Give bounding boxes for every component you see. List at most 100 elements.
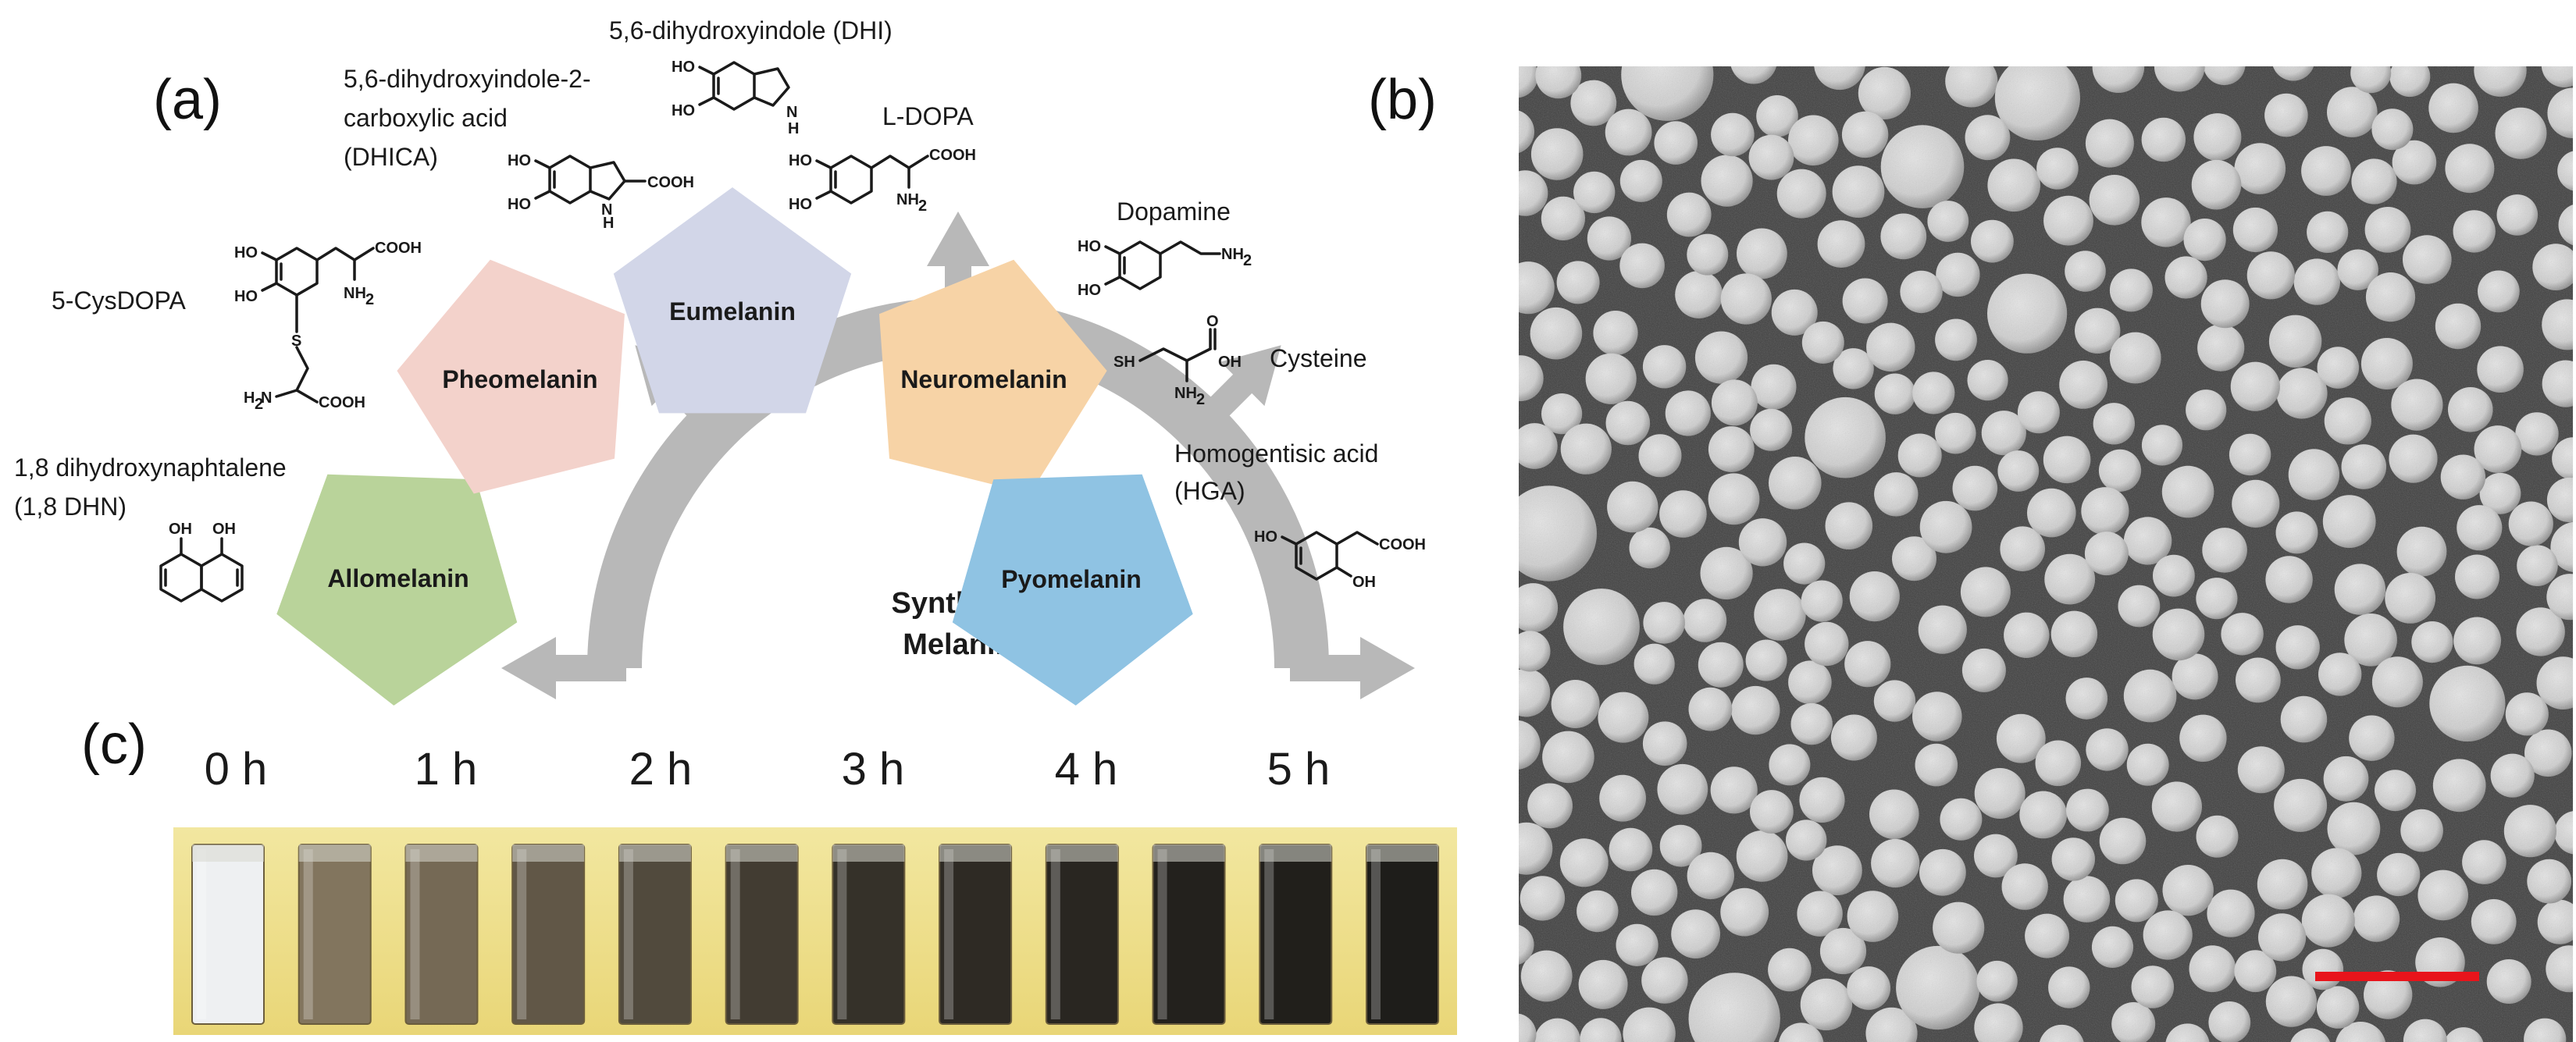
- hga-label-line2: (HGA): [1174, 477, 1245, 505]
- dhica-oh-bond-2: [534, 190, 551, 200]
- cuvette-0: [191, 844, 265, 1025]
- cuvette-highlight-0: [197, 849, 206, 1019]
- cysdopa-nh: NH: [344, 285, 366, 302]
- time-label-3: 3 h: [842, 744, 905, 795]
- cuvette-cap-11: [1366, 845, 1438, 862]
- ldopa-side-chain: [870, 155, 929, 169]
- ldopa-benzene-ring: [829, 155, 873, 204]
- dopamine-label: Dopamine: [1117, 197, 1231, 226]
- cuvette-cap-2: [405, 845, 478, 862]
- cysdopa-cooh-2: COOH: [319, 394, 365, 411]
- cysteine-oh: OH: [1218, 354, 1242, 371]
- cysteine-backbone: [1138, 347, 1212, 362]
- hga-side-chain: [1335, 531, 1379, 546]
- cysdopa-label: 5-CysDOPA: [52, 286, 187, 315]
- dhi-n: N: [786, 104, 797, 121]
- time-label-5: 5 h: [1267, 744, 1331, 795]
- cysteine-nh: NH: [1174, 385, 1197, 402]
- hga-oh-bond-1: [1281, 535, 1298, 546]
- cuvette-highlight-6: [837, 849, 847, 1019]
- hga-ho: HO: [1254, 528, 1277, 546]
- dopamine-benzene-ring: [1118, 240, 1162, 290]
- scale-bar: [2315, 972, 2479, 981]
- ldopa-nh: NH: [896, 191, 919, 208]
- dhn-ring-left: [159, 553, 203, 603]
- cysdopa-h2n-n: N: [261, 389, 272, 407]
- ldopa-ho-1: HO: [789, 152, 812, 169]
- dhn-oh-2: OH: [212, 521, 236, 538]
- ldopa-cooh: COOH: [929, 147, 976, 164]
- eumelanin-label: Eumelanin: [669, 297, 796, 325]
- panel-b: (b): [1368, 66, 2573, 1042]
- hga-oh: OH: [1352, 574, 1376, 591]
- hga-label-line1: Homogentisic acid: [1174, 439, 1378, 468]
- dopamine-ho-2: HO: [1078, 282, 1101, 299]
- ldopa-ho-2: HO: [789, 196, 812, 213]
- dhica-label-line1: 5,6-dihydroxyindole-2-: [344, 65, 591, 93]
- cuvette-strip-background: [173, 827, 1457, 1035]
- cuvette-cap-4: [618, 845, 691, 862]
- sem-micrograph: [1519, 66, 2573, 1042]
- ldopa-nh-sub: 2: [918, 197, 927, 215]
- cuvette-highlight-3: [517, 849, 527, 1019]
- dopamine-nh: NH: [1221, 246, 1244, 263]
- cysteine-o: O: [1206, 313, 1219, 330]
- dhi-benzene-ring: [712, 61, 756, 111]
- dopamine-structure: HO HO NH 2: [1078, 238, 1252, 299]
- cysdopa-ho-1: HO: [234, 244, 258, 261]
- dopamine-oh-bond-2: [1104, 276, 1121, 286]
- dopamine-ho-1: HO: [1078, 238, 1101, 255]
- time-label-1: 1 h: [415, 744, 478, 795]
- cuvette-7: [939, 844, 1013, 1025]
- dopamine-side-chain: [1159, 240, 1221, 255]
- sem-noise-overlay: [1519, 66, 2573, 1042]
- dhica-label-line2: carboxylic acid: [344, 104, 508, 132]
- panel-b-label: (b): [1368, 69, 1437, 131]
- melanin-pentagons: Allomelanin Pheomelanin Eumelanin Neurom…: [276, 187, 1193, 706]
- cysdopa-structure: HO HO COOH NH 2 S COOH H 2 N: [234, 240, 422, 413]
- cuvette-10: [1259, 844, 1333, 1025]
- cysdopa-h2n: H: [244, 389, 255, 407]
- molecule-labels: 5,6-dihydroxyindole (DHI) 5,6-dihydroxyi…: [14, 16, 1378, 521]
- cuvette-highlight-8: [1050, 849, 1060, 1019]
- cuvette-cap-9: [1153, 845, 1225, 862]
- time-label-0: 0 h: [205, 744, 268, 795]
- cuvette-highlight-10: [1264, 849, 1274, 1019]
- cysdopa-cys-chain: [295, 346, 319, 404]
- ldopa-oh-bond-1: [815, 159, 832, 169]
- cysdopa-nh-sub: 2: [365, 291, 374, 308]
- dhi-oh-bond-1: [698, 66, 715, 76]
- cysdopa-cooh: COOH: [375, 240, 422, 257]
- allomelanin-label: Allomelanin: [327, 564, 469, 592]
- cuvette-2: [404, 844, 479, 1025]
- ldopa-label: L-DOPA: [882, 102, 974, 130]
- arch-arrow-1: [501, 637, 626, 699]
- cuvette-highlight-7: [944, 849, 954, 1019]
- cysdopa-oh-bond-2: [261, 282, 278, 292]
- dhica-oh-bond-1: [534, 159, 551, 169]
- time-label-4: 4 h: [1055, 744, 1118, 795]
- dhi-ho-2: HO: [672, 102, 695, 119]
- dhica-h: H: [603, 215, 614, 232]
- cuvette-row: [191, 844, 1439, 1025]
- cuvette-cap-7: [939, 845, 1012, 862]
- pyomelanin-label: Pyomelanin: [1001, 565, 1142, 593]
- dhica-benzene-ring: [548, 155, 592, 204]
- cysdopa-ho-2: HO: [234, 288, 258, 305]
- cuvette-cap-10: [1259, 845, 1332, 862]
- cuvette-cap-1: [298, 845, 371, 862]
- cuvette-3: [511, 844, 586, 1025]
- cuvette-1: [298, 844, 372, 1025]
- cuvette-cap-3: [512, 845, 585, 862]
- allomelanin-pentagon: [276, 474, 518, 706]
- hga-cooh: COOH: [1379, 536, 1426, 553]
- dhica-pyrrole-ring: [589, 161, 626, 201]
- cysdopa-h2n-bond: [275, 389, 298, 398]
- ldopa-structure: HO HO COOH NH 2: [789, 147, 976, 215]
- arch-arrow-5: [1290, 637, 1415, 699]
- cuvette-highlight-1: [303, 849, 313, 1019]
- dhn-structure: OH OH: [159, 521, 244, 603]
- dhi-oh-bond-2: [698, 96, 715, 106]
- panel-c-label: (c): [81, 713, 147, 776]
